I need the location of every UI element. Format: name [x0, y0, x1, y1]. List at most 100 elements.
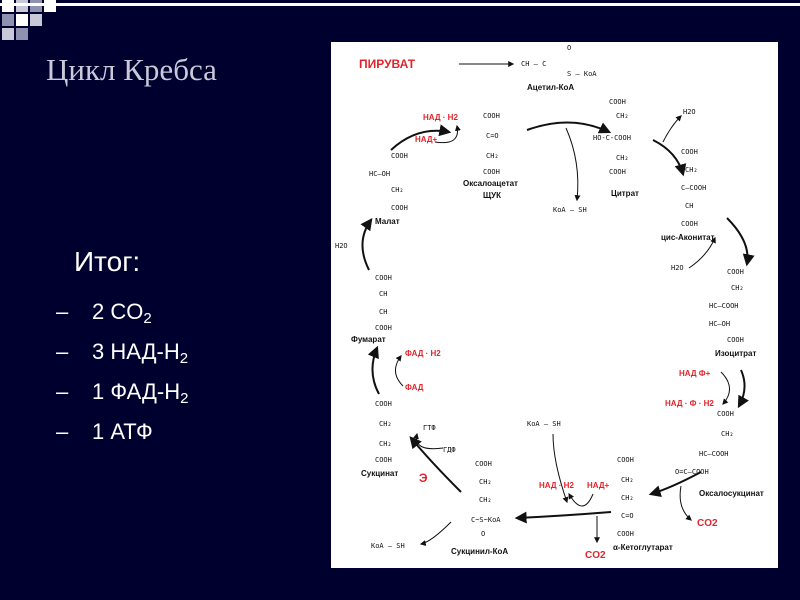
- corner-decoration: [0, 0, 64, 40]
- succinate-formula-3: CH₂: [379, 440, 392, 448]
- summary-heading: Итог:: [74, 246, 141, 277]
- cis-aconitate-label: цис-Аконитат: [661, 233, 715, 242]
- h2o-2: H2O: [683, 108, 696, 116]
- nad-bottom-curve: [568, 492, 594, 507]
- fad-curve: [395, 355, 404, 387]
- ketoglutarate-label: α-Кетоглутарат: [613, 543, 673, 552]
- isocitrate-formula-5: COOH: [727, 336, 744, 344]
- cisaconitate-to-isocitrate-arrow: [726, 217, 755, 267]
- nad-f-curve: [720, 371, 730, 405]
- summary-block: Итог: –2 CO2 –3 НАД-Н2 –1 ФАД-Н2 –1 АТФ: [56, 246, 188, 452]
- krebs-cycle-svg: ПИРУВАТ CH — C O S — KoA Ацетил-КоА COOH…: [335, 44, 764, 561]
- summary-item-fadh: –1 ФАД-Н2: [56, 379, 189, 407]
- nad-h2-bottom: НАД · H2: [539, 481, 574, 490]
- top-rule: [0, 3, 800, 6]
- akg-formula-1: COOH: [617, 456, 634, 464]
- gtf-label: ГТФ: [423, 424, 436, 432]
- oxaloacetate-formula-2: C=O: [486, 132, 499, 140]
- summary-item-co2: –2 CO2: [56, 299, 152, 327]
- oxalosuccinate-formula-3: HC—COOH: [699, 450, 729, 458]
- nad-plus-bottom: НАД+: [587, 481, 610, 490]
- summary-list: –2 CO2 –3 НАД-Н2 –1 ФАД-Н2 –1 АТФ: [56, 292, 188, 452]
- nad-plus-top: НАД+: [415, 135, 438, 144]
- malate-formula-1: COOH: [391, 152, 408, 160]
- acetyl-oxygen: O: [567, 44, 571, 52]
- isocitrate-to-oxalosuccinate-arrow: [737, 369, 749, 409]
- akg-formula-4: C=O: [621, 512, 634, 520]
- isocitrate-formula-1: COOH: [727, 268, 744, 276]
- fumarate-label: Фумарат: [351, 335, 386, 344]
- akg-formula-3: CH₂: [621, 494, 634, 502]
- succinate-formula-2: CH₂: [379, 420, 392, 428]
- succinylcoa-formula-1: COOH: [475, 460, 492, 468]
- oxaloacetate-formula-1: COOH: [483, 112, 500, 120]
- krebs-cycle-diagram: ПИРУВАТ CH — C O S — KoA Ацетил-КоА COOH…: [331, 42, 778, 568]
- succinylcoa-formula-2: CH₂: [479, 478, 492, 486]
- malate-label: Малат: [375, 217, 400, 226]
- citrate-to-cisaconitate-arrow: [652, 139, 687, 177]
- nad-f-h2: НАД · Ф · H2: [665, 399, 714, 408]
- oxalosuccinate-formula-1: COOH: [717, 410, 734, 418]
- citrate-formula-3: HO-C-COOH: [593, 134, 631, 142]
- koa-in-curve: [552, 433, 569, 504]
- fad-h2: ФАД · H2: [405, 349, 441, 358]
- gdf-label: ГДФ: [443, 446, 456, 454]
- succinate-formula-4: COOH: [375, 456, 392, 464]
- h2o-in-arrow: [688, 236, 716, 269]
- nad-top-curve: [434, 124, 461, 144]
- acetyl-coa-label: Ацетил-КоА: [527, 83, 574, 92]
- fumarate-formula-3: CH: [379, 308, 387, 316]
- oxalosuccinate-to-akg-arrow: [648, 471, 702, 497]
- slide-title: Цикл Кребса: [46, 52, 217, 87]
- nad-h2-top: НАД · H2: [423, 113, 458, 122]
- isocitrate-formula-2: CH₂: [731, 284, 744, 292]
- malate-to-oac-arrow: [390, 124, 452, 151]
- oxaloacetate-label: Оксалоацетат: [463, 179, 518, 188]
- isocitrate-label: Изоцитрат: [715, 349, 757, 358]
- oxalosuccinate-label: Оксалосукцинат: [699, 489, 764, 498]
- succinylcoa-formula-4: C~S~KoA: [471, 516, 501, 524]
- h2o-3: H2O: [671, 264, 684, 272]
- succinate-to-fumarate-arrow: [367, 345, 380, 395]
- citrate-formula-2: CH₂: [616, 112, 629, 120]
- citrate-formula-5: COOH: [609, 168, 626, 176]
- malate-formula-4: COOH: [391, 204, 408, 212]
- koa-sh-2: KoA — SH: [371, 542, 405, 550]
- oac-to-citrate-arrow: [526, 121, 612, 134]
- succinylcoa-formula-3: CH₂: [479, 496, 492, 504]
- cisaconitate-formula-5: COOH: [681, 220, 698, 228]
- citrate-formula-4: CH₂: [616, 154, 629, 162]
- co2-right: CO2: [697, 518, 718, 529]
- fumarate-formula-2: CH: [379, 290, 387, 298]
- h2o-1: H2O: [335, 242, 348, 250]
- malate-formula-3: CH₂: [391, 186, 404, 194]
- succinylcoa-to-succinate-arrow: [409, 436, 462, 493]
- koa-release-arrow: [565, 127, 581, 202]
- summary-item-nadh: –3 НАД-Н2: [56, 339, 189, 367]
- succinylcoa-formula-5: O: [481, 530, 485, 538]
- citrate-label: Цитрат: [611, 189, 639, 198]
- succinyl-coa-label: Сукцинил-КоА: [451, 547, 508, 556]
- fumarate-formula-4: COOH: [375, 324, 392, 332]
- cisaconitate-formula-1: COOH: [681, 148, 698, 156]
- fumarate-formula-1: COOH: [375, 274, 392, 282]
- h2o-out-arrow: [662, 115, 682, 143]
- isocitrate-formula-4: HC—OH: [709, 320, 730, 328]
- pyruvate-label: ПИРУВАТ: [359, 57, 416, 71]
- oxalosuccinate-formula-2: CH₂: [721, 430, 734, 438]
- koa-sh-3: KoA — SH: [527, 420, 561, 428]
- akg-to-succinylcoa-arrow: [514, 511, 612, 524]
- nad-f-plus: НАД Ф+: [679, 369, 711, 378]
- malate-formula-2: HC—OH: [369, 170, 390, 178]
- akg-formula-2: CH₂: [621, 476, 634, 484]
- succinate-formula-1: COOH: [375, 400, 392, 408]
- cisaconitate-formula-2: CH₂: [685, 166, 698, 174]
- oxaloacetate-abbr: ЩУК: [483, 191, 501, 200]
- oxaloacetate-formula-4: COOH: [483, 168, 500, 176]
- co2-bottom: CO2: [585, 550, 606, 561]
- gdf-gtf-curve: [413, 432, 444, 450]
- acetyl-formula: CH — C: [521, 60, 546, 68]
- citrate-formula-1: COOH: [609, 98, 626, 106]
- summary-item-atp: –1 АТФ: [56, 419, 153, 444]
- cisaconitate-formula-4: CH: [685, 202, 693, 210]
